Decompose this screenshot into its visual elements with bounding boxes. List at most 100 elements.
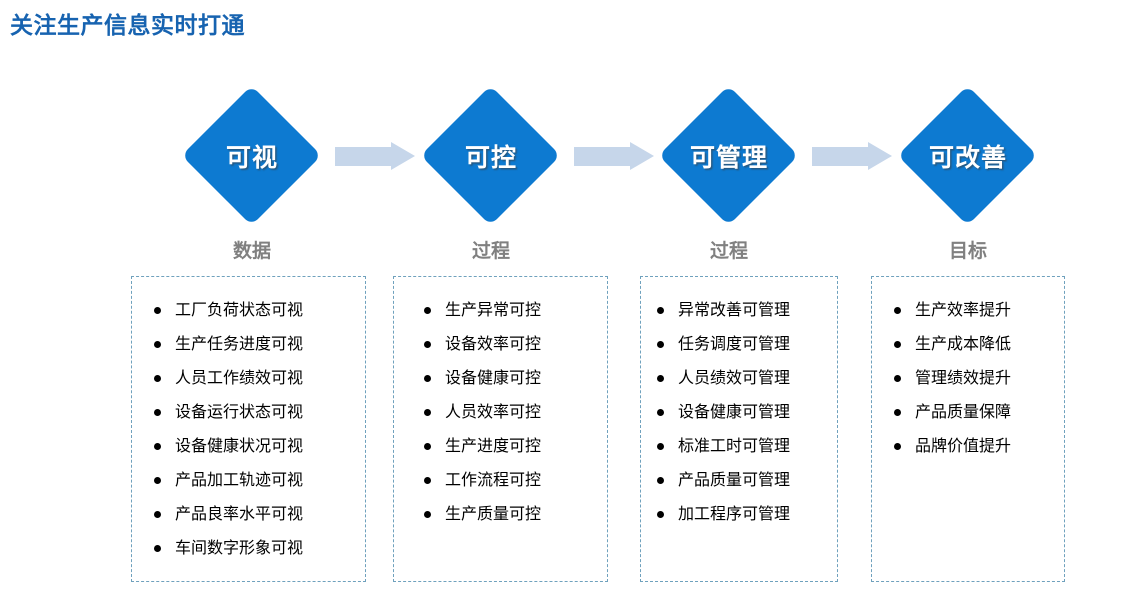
list-item: 产品良率水平可视: [154, 497, 365, 531]
list-item-label: 管理绩效提升: [915, 368, 1012, 387]
list-item: 设备健康可管理: [657, 395, 837, 429]
flow-arrow-1: [335, 142, 415, 171]
list-item: 设备效率可控: [424, 327, 607, 361]
stage-caption-3: 过程: [709, 241, 748, 262]
flow-arrow-1-body: [335, 147, 391, 166]
bullet-icon: [657, 476, 664, 484]
bullet-icon: [424, 340, 431, 348]
bullet-icon: [894, 340, 901, 348]
list-item: 标准工时可管理: [657, 429, 837, 463]
list-item: 管理绩效提升: [894, 361, 1064, 395]
stage-list-box-2: 生产异常可控 设备效率可控 设备健康可控 人员效率可控 生产进度可控 工作流程可…: [393, 276, 608, 582]
bullet-icon: [894, 442, 901, 450]
process-flow-row: 可视 可控 可管理 可改善: [0, 85, 1124, 226]
page-title: 关注生产信息实时打通: [10, 12, 245, 38]
list-item-label: 工厂负荷状态可视: [175, 300, 304, 319]
bullet-icon: [894, 408, 901, 416]
list-item: 人员效率可控: [424, 395, 607, 429]
list-item: 生产效率提升: [894, 293, 1064, 327]
stage-caption-2: 过程: [471, 241, 510, 262]
stage-caption-1: 数据: [232, 241, 271, 262]
bullet-icon: [657, 442, 664, 450]
list-item-label: 生产异常可控: [445, 300, 542, 319]
flow-arrow-3: [812, 142, 892, 171]
bullet-icon: [154, 374, 161, 382]
list-item-label: 设备健康状况可视: [175, 436, 304, 455]
list-item: 生产质量可控: [424, 497, 607, 531]
list-item: 异常改善可管理: [657, 293, 837, 327]
list-item-label: 异常改善可管理: [678, 300, 791, 319]
bullet-icon: [657, 306, 664, 314]
list-item: 生产任务进度可视: [154, 327, 365, 361]
flow-arrow-3-head: [868, 142, 892, 170]
stage-diamond-3[interactable]: 可管理: [658, 85, 799, 226]
stage-diamond-1[interactable]: 可视: [181, 85, 322, 226]
bullet-icon: [657, 510, 664, 518]
stage-diamond-2[interactable]: 可控: [420, 85, 561, 226]
bullet-icon: [424, 408, 431, 416]
bullet-icon: [424, 306, 431, 314]
list-item: 产品质量可管理: [657, 463, 837, 497]
list-item-label: 设备运行状态可视: [175, 402, 304, 421]
list-item-label: 设备健康可管理: [678, 402, 791, 421]
list-item-label: 任务调度可管理: [678, 334, 791, 353]
list-item-label: 产品加工轨迹可视: [175, 470, 304, 489]
list-item-label: 生产质量可控: [445, 504, 542, 523]
list-item: 工作流程可控: [424, 463, 607, 497]
bullet-icon: [657, 408, 664, 416]
bullet-icon: [657, 340, 664, 348]
list-item: 设备运行状态可视: [154, 395, 365, 429]
list-item: 生产成本降低: [894, 327, 1064, 361]
bullet-icon: [657, 374, 664, 382]
list-item-label: 设备效率可控: [445, 334, 542, 353]
list-item-label: 产品良率水平可视: [175, 504, 304, 523]
bullet-icon: [154, 408, 161, 416]
list-item-label: 生产成本降低: [915, 334, 1012, 353]
stage-list-1: 工厂负荷状态可视 生产任务进度可视 人员工作绩效可视 设备运行状态可视 设备健康…: [132, 277, 365, 565]
list-item: 设备健康状况可视: [154, 429, 365, 463]
stage-diamond-4[interactable]: 可改善: [897, 85, 1038, 226]
flow-arrow-2-body: [574, 147, 630, 166]
list-item-label: 产品质量保障: [915, 402, 1012, 421]
flow-arrow-3-body: [812, 147, 868, 166]
bullet-icon: [154, 306, 161, 314]
list-item-label: 人员工作绩效可视: [175, 368, 304, 387]
bullet-icon: [424, 476, 431, 484]
list-item-label: 设备健康可控: [445, 368, 542, 387]
stage-diamond-label-2: 可控: [464, 144, 517, 172]
list-item: 产品加工轨迹可视: [154, 463, 365, 497]
bullet-icon: [894, 374, 901, 382]
list-item-label: 品牌价值提升: [915, 436, 1012, 455]
bullet-icon: [424, 442, 431, 450]
flow-arrow-1-head: [391, 142, 415, 170]
list-item-label: 工作流程可控: [445, 470, 542, 489]
list-item-label: 标准工时可管理: [678, 436, 791, 455]
stage-list-box-3: 异常改善可管理 任务调度可管理 人员绩效可管理 设备健康可管理 标准工时可管理 …: [640, 276, 838, 582]
list-item-label: 生产进度可控: [445, 436, 542, 455]
list-item: 品牌价值提升: [894, 429, 1064, 463]
list-item-label: 生产任务进度可视: [175, 334, 304, 353]
list-item-label: 人员效率可控: [445, 402, 542, 421]
list-item: 产品质量保障: [894, 395, 1064, 429]
stage-diamond-label-4: 可改善: [928, 144, 1007, 172]
flow-arrow-2-head: [630, 142, 654, 170]
bullet-icon: [154, 340, 161, 348]
list-item: 人员工作绩效可视: [154, 361, 365, 395]
list-item: 车间数字形象可视: [154, 531, 365, 565]
list-item: 工厂负荷状态可视: [154, 293, 365, 327]
bullet-icon: [154, 442, 161, 450]
flow-arrow-2: [574, 142, 654, 171]
stage-diamond-label-3: 可管理: [689, 144, 768, 172]
bullet-icon: [154, 510, 161, 518]
list-item-label: 生产效率提升: [915, 300, 1012, 319]
list-item: 设备健康可控: [424, 361, 607, 395]
list-item-label: 加工程序可管理: [678, 504, 791, 523]
list-item: 加工程序可管理: [657, 497, 837, 531]
stage-list-3: 异常改善可管理 任务调度可管理 人员绩效可管理 设备健康可管理 标准工时可管理 …: [641, 277, 837, 531]
list-item-label: 产品质量可管理: [678, 470, 791, 489]
bullet-icon: [424, 510, 431, 518]
list-item: 生产异常可控: [424, 293, 607, 327]
bullet-icon: [154, 544, 161, 552]
list-item: 人员绩效可管理: [657, 361, 837, 395]
bullet-icon: [154, 476, 161, 484]
